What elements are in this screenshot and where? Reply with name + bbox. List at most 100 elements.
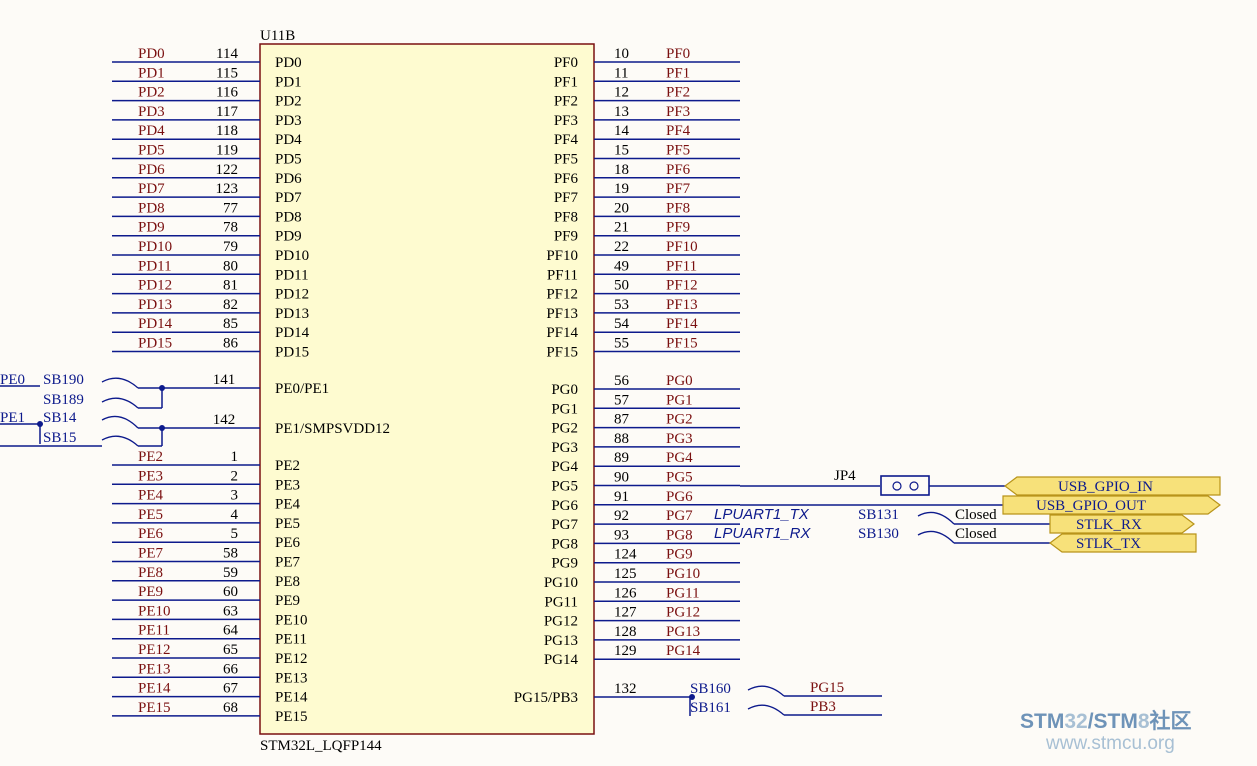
pin-name: PF5	[554, 152, 578, 168]
net-label: PG7	[666, 508, 693, 524]
pin-number: 55	[614, 336, 629, 352]
pin-number: 125	[614, 566, 637, 582]
net-label: PF13	[666, 297, 698, 313]
pin-number: 21	[614, 220, 629, 236]
pin-name: PD14	[275, 325, 310, 341]
pin-number: 141	[213, 372, 236, 388]
net-label: PE5	[138, 507, 163, 523]
net-pb3: PB3	[810, 699, 836, 715]
wm-32: 32	[1064, 710, 1087, 733]
pin-name: PG2	[551, 421, 578, 437]
pin-number: 68	[223, 700, 238, 716]
label-sb14: SB14	[43, 410, 77, 426]
bridge-sb190	[101, 377, 139, 389]
pin-number: 65	[223, 642, 238, 658]
pin-number: 116	[216, 85, 238, 101]
pin-name: PG0	[551, 382, 578, 398]
wm-community: 社区	[1149, 709, 1192, 733]
net-label: PE8	[138, 565, 163, 581]
pin-name: PE4	[275, 497, 301, 513]
net-label: PF11	[666, 258, 697, 274]
pin-number: 14	[614, 123, 630, 139]
net-label: PD9	[138, 220, 165, 236]
net-label: PD10	[138, 239, 172, 255]
pin-name: PG8	[551, 536, 578, 552]
port-stlk-rx-text: STLK_RX	[1076, 517, 1142, 533]
port-usb-gpio-in-text: USB_GPIO_IN	[1058, 479, 1153, 495]
pin-number: 20	[614, 200, 629, 216]
net-label: PF9	[666, 220, 690, 236]
pin-number: 15	[614, 143, 629, 159]
pin-name: PF14	[546, 325, 578, 341]
pin-name: PE12	[275, 651, 308, 667]
pg15-bridge-network: SB160 PG15 SB161 PB3	[594, 680, 882, 716]
pin-number: 122	[216, 162, 239, 178]
pin-number: 90	[614, 470, 629, 486]
pin-name: PE1/SMPSVDD12	[275, 421, 390, 437]
pin-name: PE8	[275, 574, 300, 590]
pin-number: 2	[231, 468, 239, 484]
net-pe0: PE0	[0, 372, 25, 388]
pin-name: PD11	[275, 267, 309, 283]
port-stlk-tx-text: STLK_TX	[1076, 536, 1141, 552]
net-label: PG3	[666, 431, 693, 447]
pin-number: 129	[614, 643, 637, 659]
net-label: PG4	[666, 450, 693, 466]
pin-name: PD13	[275, 306, 309, 322]
pin-number: 89	[614, 450, 629, 466]
pin-number: 19	[614, 181, 629, 197]
net-label: PG2	[666, 412, 693, 428]
pin-name: PF2	[554, 94, 578, 110]
net-pg15: PG15	[810, 680, 844, 696]
pin-name: PE9	[275, 593, 300, 609]
pin-name: PE13	[275, 670, 308, 686]
pin-number: 63	[223, 603, 238, 619]
pin-name: PF4	[554, 132, 579, 148]
net-label: PE10	[138, 603, 171, 619]
pin-name: PG13	[544, 633, 578, 649]
pin-number: 78	[223, 220, 238, 236]
pin-number: 127	[614, 605, 637, 621]
net-label: PE7	[138, 546, 164, 562]
pin-number: 115	[216, 65, 238, 81]
pin-number: 79	[223, 239, 238, 255]
pin-name: PF15	[546, 345, 578, 361]
pin-number: 81	[223, 278, 238, 294]
bridge-sb160	[747, 685, 785, 697]
pin-name: PG14	[544, 652, 579, 668]
net-label: PD8	[138, 200, 165, 216]
wm-8: 8	[1138, 710, 1150, 733]
pin-name: PG1	[551, 401, 578, 417]
pin-number: 5	[231, 526, 239, 542]
pin-name: PD5	[275, 152, 302, 168]
bridge-sb161	[747, 704, 785, 716]
net-label: PF12	[666, 278, 698, 294]
jumper-pin-b	[909, 481, 919, 491]
pin-name: PE7	[275, 555, 301, 571]
pin-name: PD8	[275, 209, 302, 225]
wm-stm-a: STM	[1020, 710, 1064, 733]
pin-number: 54	[614, 316, 630, 332]
watermark: STM32/STM8社区 www.stmcu.org	[1020, 709, 1192, 754]
pin-number: 50	[614, 278, 629, 294]
net-label: PG6	[666, 489, 693, 505]
net-label: PD12	[138, 278, 172, 294]
pin-name: PD0	[275, 55, 302, 71]
net-label: PE15	[138, 700, 171, 716]
pin-number: 60	[223, 584, 238, 600]
bridge-sb189	[101, 397, 139, 409]
net-label: PG5	[666, 470, 693, 486]
pin-number: 88	[614, 431, 629, 447]
bridge-sb14	[101, 415, 139, 429]
label-sb161: SB161	[690, 700, 731, 716]
net-label: PD6	[138, 162, 165, 178]
net-label: PD15	[138, 336, 172, 352]
net-label: PE2	[138, 449, 163, 465]
pin-name: PD3	[275, 113, 302, 129]
pin-number: 13	[614, 104, 629, 120]
pin-name: PE15	[275, 709, 308, 725]
jumper-jp4	[880, 475, 930, 496]
pin-name: PG6	[551, 498, 578, 514]
